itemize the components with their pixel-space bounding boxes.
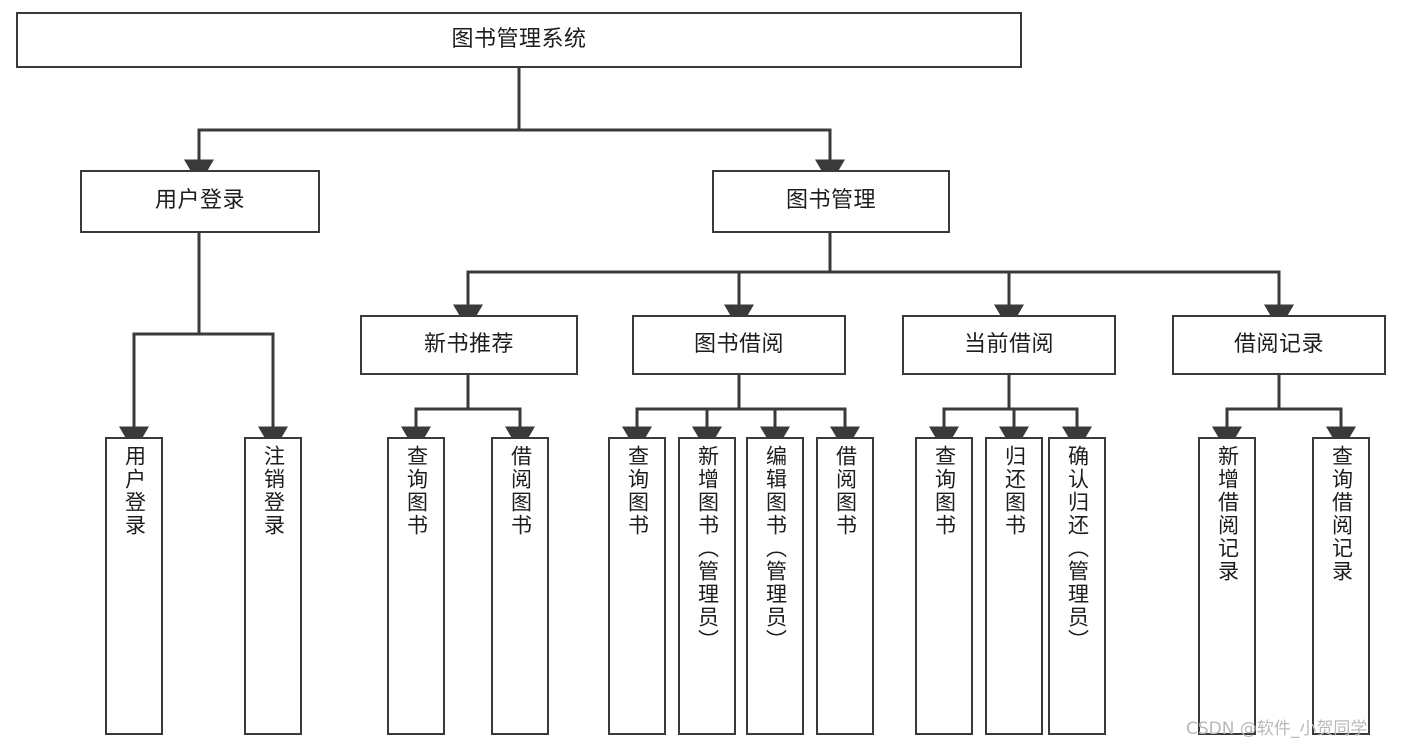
node-leaf-return-book[interactable]: 归还图书 <box>985 437 1043 735</box>
node-leaf-query-book-2-label: 查询图书 <box>625 445 650 537</box>
node-user-login-label: 用户登录 <box>154 188 245 214</box>
node-leaf-query-book-1[interactable]: 查询图书 <box>387 437 445 735</box>
node-leaf-borrow-book-1-label: 借阅图书 <box>508 445 533 537</box>
node-borrow-record-label: 借阅记录 <box>1233 331 1324 357</box>
node-root[interactable]: 图书管理系统 <box>16 12 1022 68</box>
node-leaf-query-book-2[interactable]: 查询图书 <box>608 437 666 735</box>
node-leaf-borrow-book-2-label: 借阅图书 <box>833 445 858 537</box>
node-leaf-add-book[interactable]: 新增图书（管理员） <box>678 437 736 735</box>
node-leaf-query-book-3-label: 查询图书 <box>932 445 957 537</box>
node-root-label: 图书管理系统 <box>451 26 587 52</box>
node-current-borrow-label: 当前借阅 <box>963 331 1054 357</box>
csdn-watermark: CSDN @软件_小贺同学 <box>1186 719 1368 739</box>
node-user-login[interactable]: 用户登录 <box>80 170 320 233</box>
node-leaf-logout-login-label: 注销登录 <box>261 445 286 537</box>
node-leaf-query-borrow-record[interactable]: 查询借阅记录 <box>1312 437 1370 735</box>
node-leaf-user-login-label: 用户登录 <box>122 445 147 537</box>
node-book-borrow[interactable]: 图书借阅 <box>632 315 846 375</box>
node-leaf-query-book-1-label: 查询图书 <box>404 445 429 537</box>
node-new-book-recommend[interactable]: 新书推荐 <box>360 315 578 375</box>
node-leaf-edit-book[interactable]: 编辑图书（管理员） <box>746 437 804 735</box>
node-leaf-borrow-book-2[interactable]: 借阅图书 <box>816 437 874 735</box>
node-leaf-add-borrow-record-label: 新增借阅记录 <box>1215 445 1240 583</box>
node-borrow-record[interactable]: 借阅记录 <box>1172 315 1386 375</box>
node-leaf-query-borrow-record-label: 查询借阅记录 <box>1329 445 1354 583</box>
node-leaf-add-book-label: 新增图书（管理员） <box>695 445 720 652</box>
node-leaf-logout-login[interactable]: 注销登录 <box>244 437 302 735</box>
node-book-borrow-label: 图书借阅 <box>693 331 784 357</box>
node-new-book-recommend-label: 新书推荐 <box>423 331 514 357</box>
node-leaf-query-book-3[interactable]: 查询图书 <box>915 437 973 735</box>
node-book-management[interactable]: 图书管理 <box>712 170 950 233</box>
node-book-management-label: 图书管理 <box>785 188 876 214</box>
node-leaf-edit-book-label: 编辑图书（管理员） <box>763 445 788 652</box>
node-leaf-add-borrow-record[interactable]: 新增借阅记录 <box>1198 437 1256 735</box>
node-leaf-borrow-book-1[interactable]: 借阅图书 <box>491 437 549 735</box>
node-leaf-confirm-return[interactable]: 确认归还（管理员） <box>1048 437 1106 735</box>
node-leaf-return-book-label: 归还图书 <box>1002 445 1027 537</box>
node-leaf-confirm-return-label: 确认归还（管理员） <box>1065 445 1090 652</box>
node-current-borrow[interactable]: 当前借阅 <box>902 315 1116 375</box>
node-leaf-user-login[interactable]: 用户登录 <box>105 437 163 735</box>
